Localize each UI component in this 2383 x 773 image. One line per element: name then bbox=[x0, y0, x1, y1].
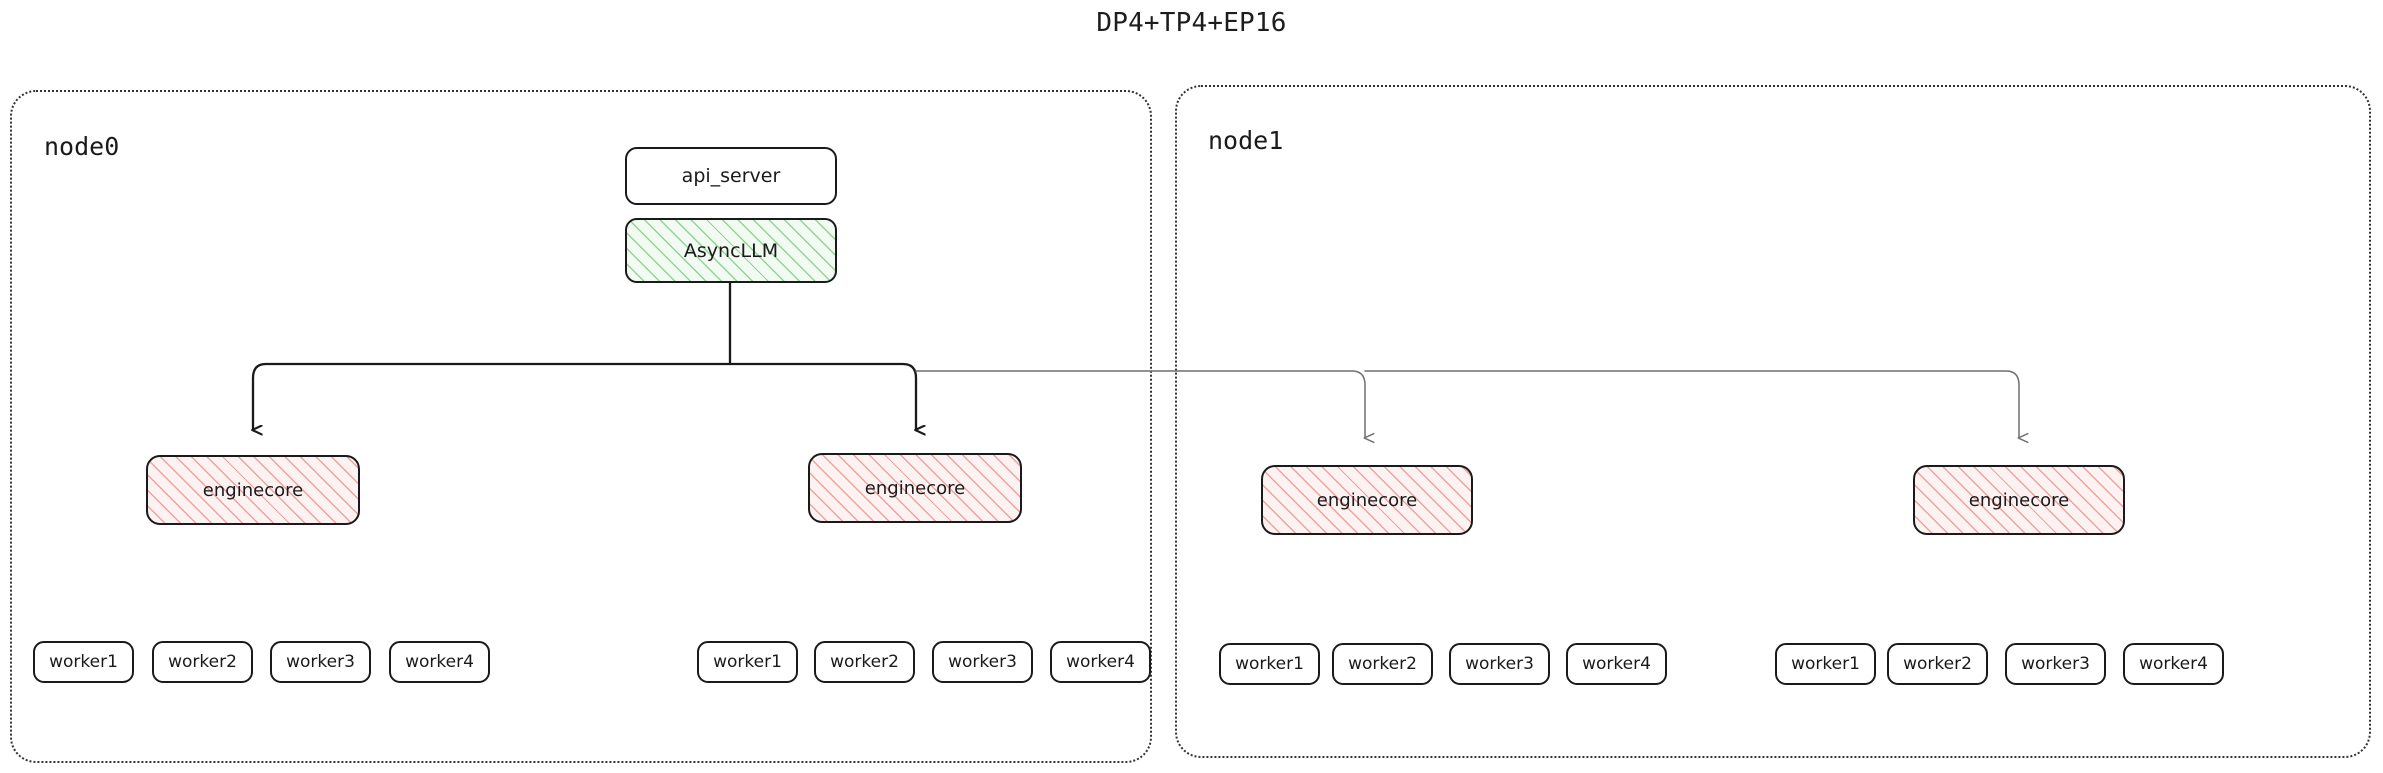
enginecore-box-node1-0[interactable]: enginecore bbox=[1261, 465, 1473, 535]
worker-box-node0-0-0[interactable]: worker1 bbox=[33, 641, 134, 683]
node-cluster-label-node0: node0 bbox=[44, 132, 120, 161]
worker-box-node0-0-3[interactable]: worker4 bbox=[389, 641, 490, 683]
node-cluster-label-node1: node1 bbox=[1208, 126, 1284, 155]
page-title: DP4+TP4+EP16 bbox=[1096, 8, 1287, 38]
worker-box-node1-0-1[interactable]: worker2 bbox=[1332, 643, 1433, 685]
enginecore-box-node0-0[interactable]: enginecore bbox=[146, 455, 360, 525]
enginecore-box-node0-1[interactable]: enginecore bbox=[808, 453, 1022, 523]
worker-box-node1-0-0[interactable]: worker1 bbox=[1219, 643, 1320, 685]
worker-box-node0-1-2[interactable]: worker3 bbox=[932, 641, 1033, 683]
worker-box-node0-1-1[interactable]: worker2 bbox=[814, 641, 915, 683]
enginecore-box-node1-1[interactable]: enginecore bbox=[1913, 465, 2125, 535]
worker-box-node0-1-0[interactable]: worker1 bbox=[697, 641, 798, 683]
worker-box-node1-1-2[interactable]: worker3 bbox=[2005, 643, 2106, 685]
worker-box-node1-0-2[interactable]: worker3 bbox=[1449, 643, 1550, 685]
worker-box-node0-0-1[interactable]: worker2 bbox=[152, 641, 253, 683]
api-server-box[interactable]: api_server bbox=[625, 147, 837, 205]
worker-box-node1-1-1[interactable]: worker2 bbox=[1887, 643, 1988, 685]
worker-box-node0-0-2[interactable]: worker3 bbox=[270, 641, 371, 683]
async-llm-box[interactable]: AsyncLLM bbox=[625, 218, 837, 283]
worker-box-node1-1-0[interactable]: worker1 bbox=[1775, 643, 1876, 685]
worker-box-node0-1-3[interactable]: worker4 bbox=[1050, 641, 1151, 683]
worker-box-node1-1-3[interactable]: worker4 bbox=[2123, 643, 2224, 685]
worker-box-node1-0-3[interactable]: worker4 bbox=[1566, 643, 1667, 685]
